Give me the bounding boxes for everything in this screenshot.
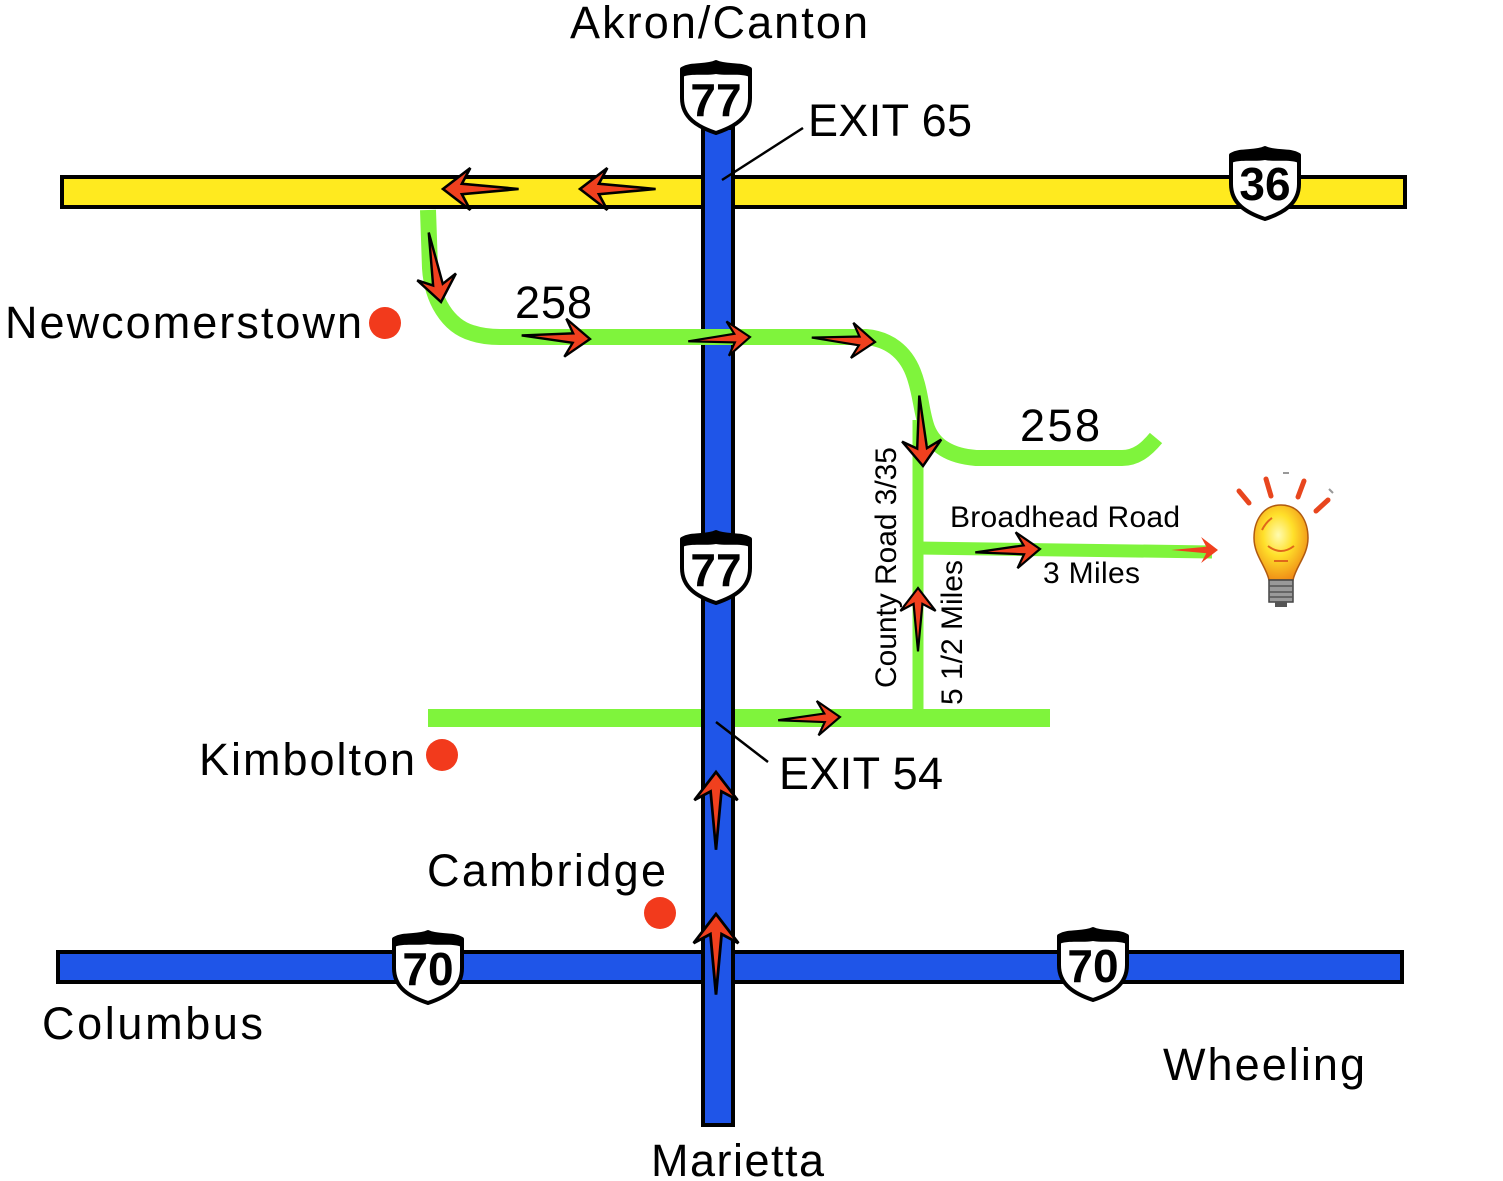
route-arrow-east (809, 318, 878, 361)
east-destination-label: Wheeling (1163, 1039, 1365, 1090)
exit-54-label: EXIT 54 (779, 748, 943, 799)
shield-number: 70 (1067, 940, 1118, 992)
us-36-shield: 36 (1229, 146, 1301, 221)
exit-54-leader-line (715, 721, 769, 763)
kimbolton-marker (426, 739, 458, 771)
newcomerstown-marker (369, 307, 401, 339)
shield-number: 70 (402, 943, 453, 995)
broadhead-road-label: Broadhead Road (950, 501, 1180, 534)
interstate-70-shield-east: 70 (1057, 927, 1129, 1002)
exit-65-leader-line (721, 126, 804, 182)
route-258-label-east: 258 (1020, 400, 1100, 451)
cambridge-label: Cambridge (427, 845, 666, 896)
shield-number: 36 (1239, 158, 1290, 210)
kimbolton-label: Kimbolton (199, 734, 415, 785)
route-258-label-west: 258 (515, 277, 592, 328)
county-road-distance: 5 1/2 Miles (936, 560, 969, 705)
county-road-label: County Road 3/35 (870, 447, 903, 688)
broadhead-road-distance: 3 Miles (1043, 557, 1140, 590)
cambridge-marker (644, 897, 676, 929)
exit-65-label: EXIT 65 (808, 95, 972, 146)
route-arrow-east (776, 698, 842, 739)
newcomerstown-label: Newcomerstown (5, 297, 362, 348)
light-bulb-icon (1236, 472, 1334, 607)
route-arrow-north (899, 586, 937, 653)
route-258-road (420, 209, 1163, 466)
broadhead-road (917, 541, 1213, 559)
interstate-70-shield-west: 70 (392, 930, 464, 1005)
interstate-77-shield-south: 77 (680, 530, 752, 605)
interstate-77-shield-north: 77 (680, 60, 752, 135)
north-destination-label: Akron/Canton (570, 0, 868, 48)
shield-number: 77 (690, 74, 741, 126)
route-arrow-east (1171, 537, 1218, 563)
west-destination-label: Columbus (42, 998, 263, 1049)
shield-number: 77 (690, 544, 741, 596)
route-arrow-east (973, 529, 1043, 572)
south-destination-label: Marietta (651, 1135, 825, 1181)
